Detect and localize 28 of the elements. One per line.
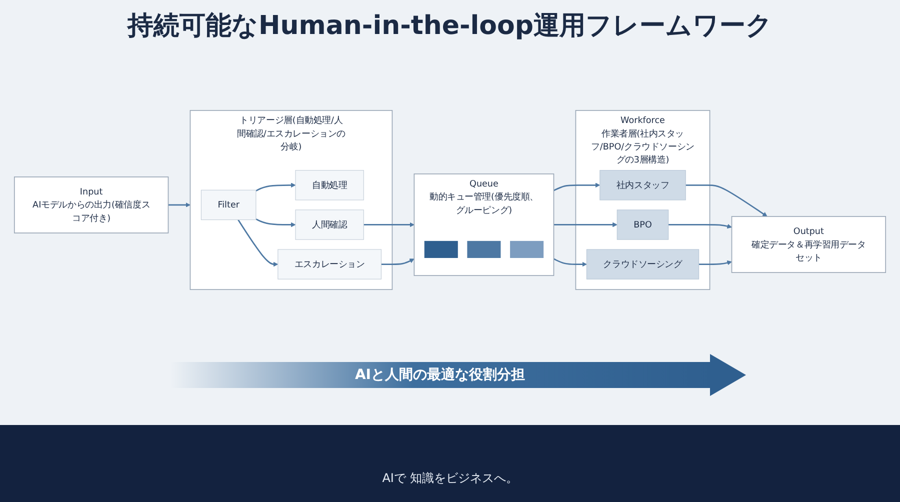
diagram-title: 持続可能なHuman-in-the-loop運用フレームワーク <box>126 10 774 43</box>
arrow <box>381 258 414 265</box>
arrow-label: AIと人間の最適な役割分担 <box>354 367 526 383</box>
arrow <box>553 258 587 267</box>
node-box: クラウドソーシング <box>586 249 700 280</box>
node-box: Output 確定データ＆再学習用データセット <box>731 216 886 273</box>
arrow <box>364 222 414 228</box>
node-box: 社内スタッフ <box>600 170 686 200</box>
arrow <box>168 202 190 208</box>
tagline: AIで 知識をビジネスへ。 <box>381 470 519 487</box>
arrow <box>554 222 618 228</box>
node-box: Input AIモデルからの出力(確信度スコア付き) <box>14 176 169 234</box>
node-box: BPO <box>616 210 669 240</box>
node-box: 自動処理 <box>295 170 364 200</box>
arrow <box>256 218 296 228</box>
node-box: 人間確認 <box>295 210 364 240</box>
arrow <box>668 224 732 229</box>
node-box: エスカレーション <box>278 249 382 280</box>
node-bar <box>424 240 458 258</box>
arrow <box>698 260 732 266</box>
arrow <box>238 219 278 267</box>
arrow <box>256 182 296 192</box>
arrow <box>686 184 768 217</box>
cluster: Queue 動的キュー管理(優先度順、グルーピング) <box>414 173 554 276</box>
node-bar <box>467 240 501 258</box>
arrow <box>553 182 600 192</box>
node-box: Filter <box>200 190 256 220</box>
node-bar <box>510 240 544 258</box>
